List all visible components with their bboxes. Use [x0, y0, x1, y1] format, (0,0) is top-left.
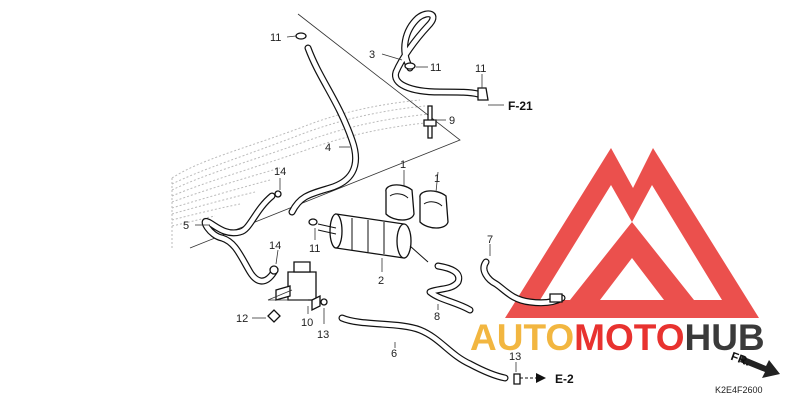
watermark-auto: AUTO — [470, 317, 574, 358]
callout-5: 5 — [183, 220, 189, 232]
bracket-1a — [385, 184, 415, 221]
callout-3: 3 — [369, 49, 375, 61]
callout-12: 12 — [236, 313, 248, 325]
callout-14: 14 — [274, 166, 286, 178]
callout-14: 14 — [269, 240, 281, 252]
canister — [317, 213, 429, 263]
callout-6: 6 — [391, 348, 397, 360]
tube-3 — [392, 10, 482, 98]
callout-13: 13 — [509, 351, 521, 363]
diagram-code: K2E4F2600 — [715, 385, 763, 395]
tube-7 — [480, 258, 566, 307]
e2-arrow — [520, 373, 546, 383]
watermark-logo — [505, 148, 759, 318]
callout-11: 11 — [270, 32, 281, 44]
frame-outline — [171, 99, 436, 250]
callout-11: 11 — [475, 63, 486, 75]
leader-lines — [195, 35, 517, 372]
callout-1: 1 — [400, 159, 406, 171]
callouts: 11 3 11 11 9 4 1 1 14 5 11 14 2 12 10 13… — [183, 32, 521, 363]
callout-4: 4 — [325, 142, 331, 154]
tube-8 — [426, 262, 474, 314]
callout-11: 11 — [430, 62, 441, 74]
callout-13: 13 — [317, 329, 329, 341]
watermark-moto: MOTO — [574, 317, 684, 358]
clamps — [267, 32, 563, 385]
watermark-hub: HUB — [684, 317, 764, 358]
callout-10: 10 — [301, 317, 313, 329]
reference-f21: F-21 — [508, 99, 533, 113]
callout-8: 8 — [434, 311, 440, 323]
assembly-boundary — [189, 13, 461, 249]
tube-6 — [338, 314, 509, 382]
callout-7: 7 — [487, 234, 493, 246]
bracket-1b — [419, 190, 449, 229]
reference-e2: E-2 — [555, 372, 574, 386]
tube-4 — [288, 44, 360, 216]
solenoid-valve — [275, 261, 321, 312]
callout-11: 11 — [309, 243, 320, 255]
callout-2: 2 — [378, 275, 384, 287]
watermark-text: AUTOMOTOHUB — [470, 317, 765, 358]
tube-5 — [201, 192, 278, 285]
callout-1: 1 — [434, 173, 440, 185]
front-arrow-icon — [740, 356, 780, 378]
callout-9: 9 — [449, 115, 455, 127]
watermark-triangle-inner — [570, 222, 694, 300]
front-label: FR. — [729, 349, 752, 369]
